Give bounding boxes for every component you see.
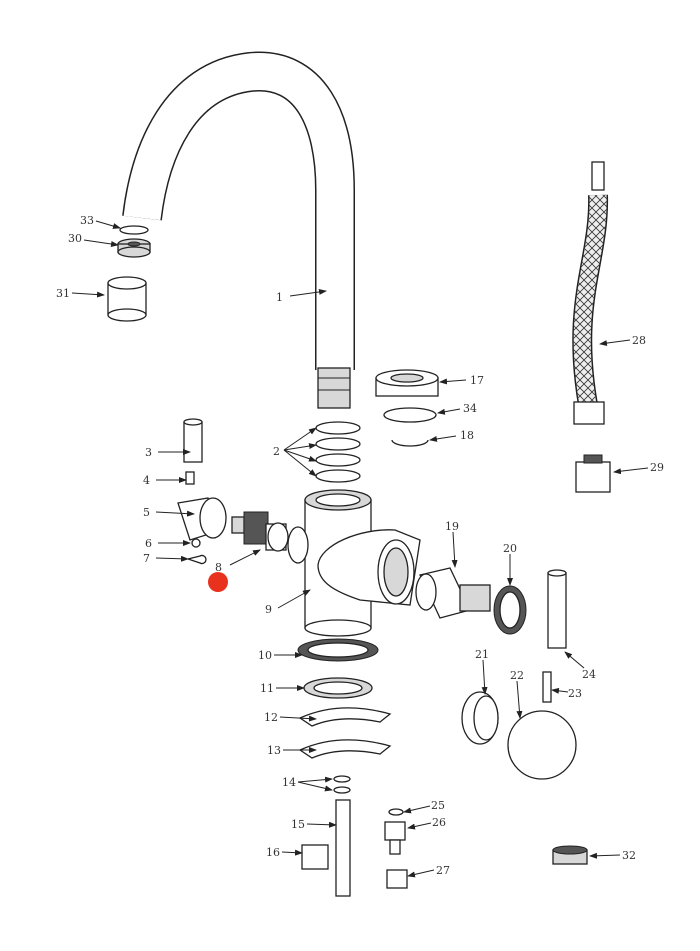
callout-5: 5 bbox=[143, 506, 150, 519]
callout-19: 19 bbox=[445, 520, 459, 533]
callout-4: 4 bbox=[143, 474, 150, 487]
part-base-rings bbox=[297, 638, 408, 897]
callout-15: 15 bbox=[291, 818, 305, 831]
callout-29: 29 bbox=[650, 461, 664, 474]
callout-28: 28 bbox=[632, 334, 646, 347]
callout-23: 23 bbox=[568, 687, 582, 700]
part-nut-ring bbox=[375, 369, 439, 447]
callout-16: 16 bbox=[266, 846, 280, 859]
callout-24: 24 bbox=[582, 668, 596, 681]
callout-31: 31 bbox=[56, 287, 70, 300]
part-cartridge-right bbox=[415, 567, 577, 780]
callout-25: 25 bbox=[431, 799, 445, 812]
callout-21: 21 bbox=[475, 648, 489, 661]
callout-13: 13 bbox=[267, 744, 281, 757]
part-aerator bbox=[107, 225, 151, 322]
callout-27: 27 bbox=[436, 864, 450, 877]
callout-26: 26 bbox=[432, 816, 446, 829]
callout-30: 30 bbox=[68, 232, 82, 245]
part-lever-left bbox=[177, 418, 289, 565]
red-marker-dot bbox=[208, 572, 228, 592]
part-flexible-hose bbox=[552, 161, 611, 865]
callout-8: 8 bbox=[215, 561, 222, 574]
callout-20: 20 bbox=[503, 542, 517, 555]
callout-18: 18 bbox=[460, 429, 474, 442]
callout-10: 10 bbox=[258, 649, 272, 662]
callout-14: 14 bbox=[282, 776, 296, 789]
callout-7: 7 bbox=[143, 552, 150, 565]
callout-9: 9 bbox=[265, 603, 272, 616]
callout-34: 34 bbox=[463, 402, 477, 415]
callout-33: 33 bbox=[80, 214, 94, 227]
part-body bbox=[287, 489, 421, 637]
callouts: 1 2 3 4 5 6 7 8 9 10 11 12 13 14 15 16 1… bbox=[56, 214, 664, 878]
callout-6: 6 bbox=[145, 537, 152, 550]
part-o-rings bbox=[315, 421, 361, 483]
part-spout bbox=[122, 51, 355, 409]
callout-3: 3 bbox=[145, 446, 152, 459]
callout-11: 11 bbox=[260, 682, 274, 695]
callout-12: 12 bbox=[264, 711, 278, 724]
callout-17: 17 bbox=[470, 374, 484, 387]
callout-1: 1 bbox=[276, 291, 283, 304]
callout-22: 22 bbox=[510, 669, 524, 682]
callout-32: 32 bbox=[622, 849, 636, 862]
callout-2: 2 bbox=[273, 445, 280, 458]
